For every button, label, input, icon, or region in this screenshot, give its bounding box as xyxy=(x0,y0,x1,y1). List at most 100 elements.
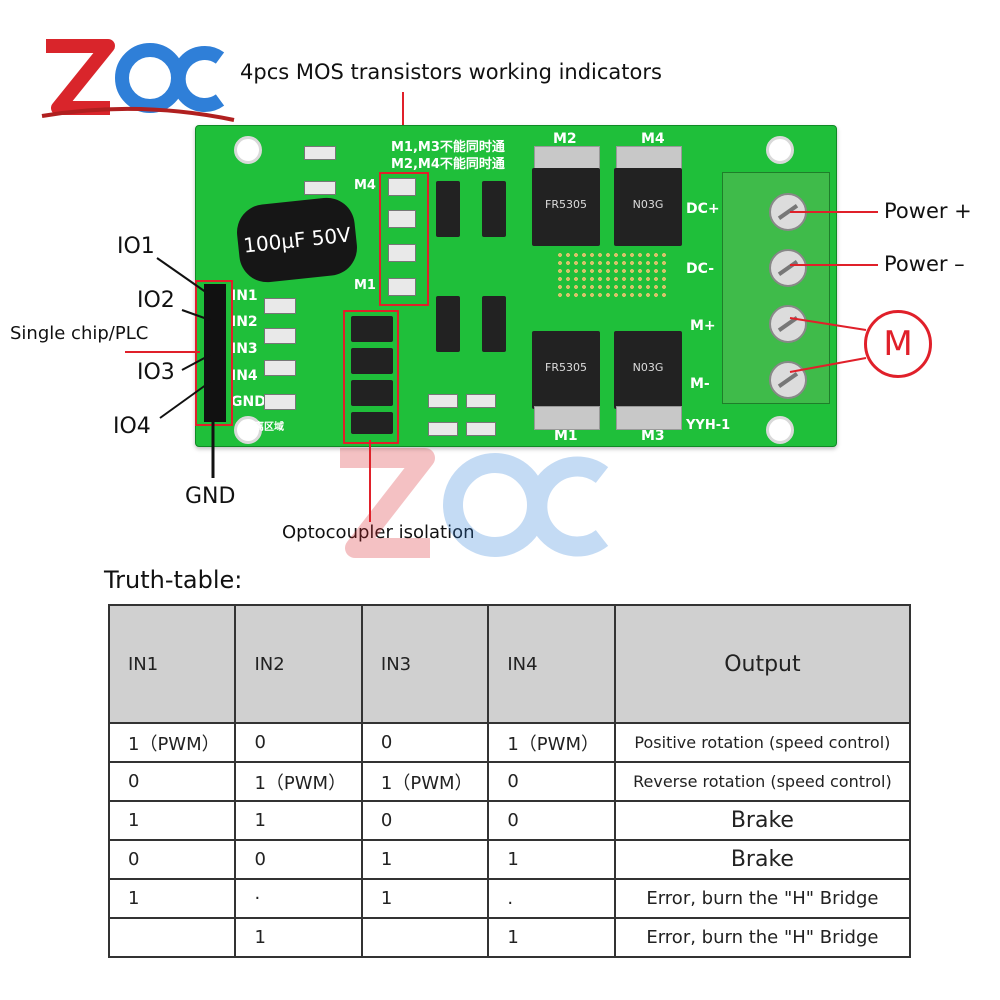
diode xyxy=(482,181,506,237)
table-cell: · xyxy=(234,878,363,919)
table-cell: 1 xyxy=(107,800,237,841)
pin-label-in1: IN1 xyxy=(231,288,258,304)
resistor xyxy=(264,394,296,410)
table-cell-output: Error, burn the "H" Bridge xyxy=(613,917,912,958)
board-label-m2: M2 xyxy=(553,131,577,147)
table-cell: 1 xyxy=(360,839,490,880)
pin-label-in2: IN2 xyxy=(231,314,258,330)
table-cell-output: Error, burn the "H" Bridge xyxy=(613,878,912,919)
mosfet-m3: N03G xyxy=(614,331,682,409)
table-row: 1 1 0 0 Brake xyxy=(107,800,912,841)
pin-label-in4: IN4 xyxy=(231,368,258,384)
screw-mplus xyxy=(769,305,807,343)
table-row: 1（PWM） 0 0 1（PWM） Positive rotation (spe… xyxy=(107,722,912,763)
mount-hole xyxy=(766,416,794,444)
board-note-m2m4: M2,M4不能同时通 xyxy=(391,157,505,172)
brand-logo xyxy=(38,30,238,125)
power-minus-label: Power – xyxy=(884,252,965,276)
board-label-m4: M4 xyxy=(641,131,665,147)
table-cell-output: Brake xyxy=(613,800,912,841)
mosfet-m4: N03G xyxy=(614,168,682,246)
board-label-m4-led: M4 xyxy=(354,178,376,193)
screw-terminal-block xyxy=(722,172,830,404)
truth-table-title: Truth-table: xyxy=(104,566,243,594)
resistor xyxy=(428,394,458,408)
watermark-mark xyxy=(340,448,609,558)
mosfet-m1-label: FR5305 xyxy=(545,361,587,374)
board-isolation-zone: 隔离区域 xyxy=(244,422,284,433)
board-label-m1: M1 xyxy=(554,428,578,444)
gnd-label: GND xyxy=(185,484,236,509)
table-cell: 1 xyxy=(360,878,490,919)
resistor xyxy=(428,422,458,436)
table-header-row: IN1 IN2 IN3 IN4 Output xyxy=(107,604,912,724)
resistor xyxy=(466,422,496,436)
indicator-led xyxy=(388,210,416,228)
resistor xyxy=(304,181,336,195)
table-cell: 0 xyxy=(234,839,363,880)
optocoupler-chip xyxy=(351,316,393,342)
table-cell: 0 xyxy=(107,761,237,802)
indicator-led xyxy=(388,244,416,262)
diode xyxy=(482,296,506,352)
power-plus-label: Power + xyxy=(884,199,972,223)
mosfet-m2: FR5305 xyxy=(532,168,600,246)
mount-hole xyxy=(234,136,262,164)
board-model: YYH-1 xyxy=(686,418,731,433)
resistor xyxy=(264,360,296,376)
mount-hole xyxy=(766,136,794,164)
table-cell: 0 xyxy=(487,800,616,841)
table-cell xyxy=(360,917,490,958)
pin-label-in3: IN3 xyxy=(231,341,258,357)
header-in2: IN2 xyxy=(234,604,363,724)
table-cell: 1（PWM） xyxy=(487,722,616,763)
table-cell: 0 xyxy=(107,839,237,880)
logo-mark xyxy=(41,39,235,122)
motor-symbol: M xyxy=(864,310,932,378)
screw-mminus xyxy=(769,361,807,399)
header-output: Output xyxy=(613,604,912,724)
table-cell: 0 xyxy=(360,800,490,841)
truth-table: IN1 IN2 IN3 IN4 Output 1（PWM） 0 0 1（PWM）… xyxy=(107,604,912,958)
io4-label: IO4 xyxy=(113,414,151,439)
mosfet-tab xyxy=(534,406,600,430)
resistor xyxy=(264,328,296,344)
single-chip-label: Single chip/PLC xyxy=(10,323,149,344)
optocoupler-label: Optocoupler isolation xyxy=(282,522,475,543)
header-in4: IN4 xyxy=(487,604,616,724)
mosfet-m2-label: FR5305 xyxy=(545,198,587,211)
header-in1: IN1 xyxy=(107,604,237,724)
table-cell: 0 xyxy=(487,761,616,802)
io2-label: IO2 xyxy=(137,288,175,313)
table-cell: 1（PWM） xyxy=(360,761,490,802)
mosfet-m1: FR5305 xyxy=(532,331,600,409)
io3-label: IO3 xyxy=(137,360,175,385)
mos-indicators-label: 4pcs MOS transistors working indicators xyxy=(240,60,662,84)
table-cell-output: Brake xyxy=(613,839,912,880)
table-cell: 1（PWM） xyxy=(107,722,237,763)
table-cell: 1 xyxy=(234,917,363,958)
resistor xyxy=(466,394,496,408)
terminal-label-mplus: M+ xyxy=(690,318,716,334)
table-row: 0 0 1 1 Brake xyxy=(107,839,912,880)
table-cell: 0 xyxy=(234,722,363,763)
table-cell: 1 xyxy=(487,917,616,958)
table-cell: . xyxy=(487,878,616,919)
table-cell xyxy=(107,917,237,958)
motor-label: M xyxy=(883,324,913,364)
diode xyxy=(436,181,460,237)
table-row: 1 1 Error, burn the "H" Bridge xyxy=(107,917,912,958)
pin-header xyxy=(204,284,226,422)
io-leader-lines xyxy=(125,211,878,522)
solder-pad-area xyxy=(556,251,666,301)
table-cell-output: Reverse rotation (speed control) xyxy=(613,761,912,802)
board-note-m1m3: M1,M3不能同时通 xyxy=(391,140,505,155)
table-cell-output: Positive rotation (speed control) xyxy=(613,722,912,763)
resistor xyxy=(264,298,296,314)
indicator-led xyxy=(388,278,416,296)
io1-label: IO1 xyxy=(117,234,155,259)
indicator-led xyxy=(388,178,416,196)
optocoupler-chip xyxy=(351,380,393,406)
board-label-m1-led: M1 xyxy=(354,278,376,293)
table-cell: 1 xyxy=(487,839,616,880)
